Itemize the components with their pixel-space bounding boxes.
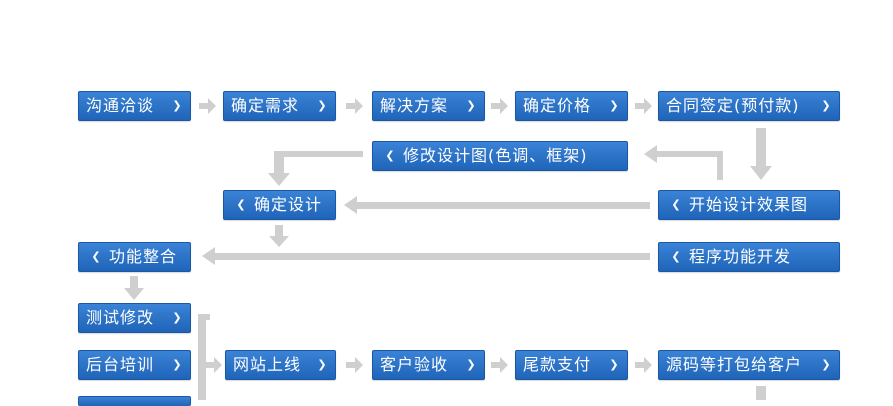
arrow-elbow-revise	[644, 145, 723, 180]
arrow-3	[491, 98, 508, 114]
node-communicate[interactable]: 沟通洽谈 ❯	[78, 91, 191, 121]
node-confirm-design[interactable]: ❮ 确定设计	[223, 190, 336, 220]
node-contract[interactable]: 合同签定(预付款) ❯	[658, 91, 840, 121]
chevron-right-icon: ❯	[466, 358, 476, 371]
node-integrate[interactable]: ❮ 功能整合	[78, 242, 191, 272]
node-label: 尾款支付	[523, 355, 592, 374]
chevron-left-icon: ❮	[671, 250, 681, 263]
node-final-payment[interactable]: 尾款支付 ❯	[515, 350, 628, 380]
line-test-down	[198, 314, 206, 400]
node-training[interactable]: 后台培训 ❯	[78, 350, 191, 380]
node-label: 确定价格	[523, 96, 592, 115]
chevron-left-icon: ❮	[671, 198, 681, 211]
arrow-2	[346, 98, 363, 114]
node-label: 合同签定(预付款)	[666, 96, 800, 115]
arrow-6	[491, 357, 508, 373]
chevron-left-icon: ❮	[91, 250, 101, 263]
chevron-right-icon: ❯	[821, 358, 831, 371]
arrow-to-launch	[206, 357, 222, 373]
chevron-right-icon: ❯	[609, 99, 619, 112]
arrow-confirm-down	[269, 225, 289, 247]
node-acceptance[interactable]: 客户验收 ❯	[372, 350, 485, 380]
node-label: 确定需求	[231, 96, 300, 115]
arrow-5	[346, 357, 363, 373]
arrow-integrate-down	[124, 276, 144, 300]
node-label: 程序功能开发	[689, 247, 792, 266]
line-test-top	[198, 314, 210, 320]
node-label: 解决方案	[380, 96, 449, 115]
node-launch[interactable]: 网站上线 ❯	[225, 350, 336, 380]
chevron-right-icon: ❯	[609, 358, 619, 371]
node-label: 功能整合	[109, 247, 178, 266]
node-label: 修改设计图(色调、框架)	[403, 146, 588, 165]
node-label: 客户验收	[380, 355, 449, 374]
node-confirm-price[interactable]: 确定价格 ❯	[515, 91, 628, 121]
chevron-right-icon: ❯	[172, 311, 182, 324]
node-develop[interactable]: ❮ 程序功能开发	[658, 242, 840, 272]
node-label: 测试修改	[86, 308, 155, 327]
node-start-design[interactable]: ❮ 开始设计效果图	[658, 190, 840, 220]
node-partial-bottom	[78, 396, 191, 406]
arrow-4	[635, 98, 652, 114]
arrow-start-to-confirm	[344, 196, 650, 214]
node-label: 沟通洽谈	[86, 96, 155, 115]
node-label: 开始设计效果图	[689, 195, 809, 214]
node-revise-design[interactable]: ❮ 修改设计图(色调、框架)	[372, 141, 628, 171]
chevron-left-icon: ❮	[236, 198, 246, 211]
node-label: 网站上线	[233, 355, 302, 374]
chevron-right-icon: ❯	[172, 99, 182, 112]
node-confirm-needs[interactable]: 确定需求 ❯	[223, 91, 336, 121]
node-solution[interactable]: 解决方案 ❯	[372, 91, 485, 121]
chevron-left-icon: ❮	[385, 149, 395, 162]
line-package-down	[756, 386, 766, 400]
arrow-contract-down	[750, 128, 772, 180]
chevron-right-icon: ❯	[172, 358, 182, 371]
node-test[interactable]: 测试修改 ❯	[78, 303, 191, 333]
arrow-1	[199, 98, 216, 114]
node-label: 确定设计	[254, 195, 323, 214]
arrow-revise-to-confirm	[268, 151, 363, 186]
chevron-right-icon: ❯	[466, 99, 476, 112]
chevron-right-icon: ❯	[317, 358, 327, 371]
node-label: 后台培训	[86, 355, 155, 374]
chevron-right-icon: ❯	[317, 99, 327, 112]
arrow-develop-to-integrate	[202, 247, 650, 265]
node-package[interactable]: 源码等打包给客户 ❯	[658, 350, 840, 380]
node-label: 源码等打包给客户	[666, 355, 803, 374]
arrow-7	[635, 357, 652, 373]
chevron-right-icon: ❯	[821, 99, 831, 112]
